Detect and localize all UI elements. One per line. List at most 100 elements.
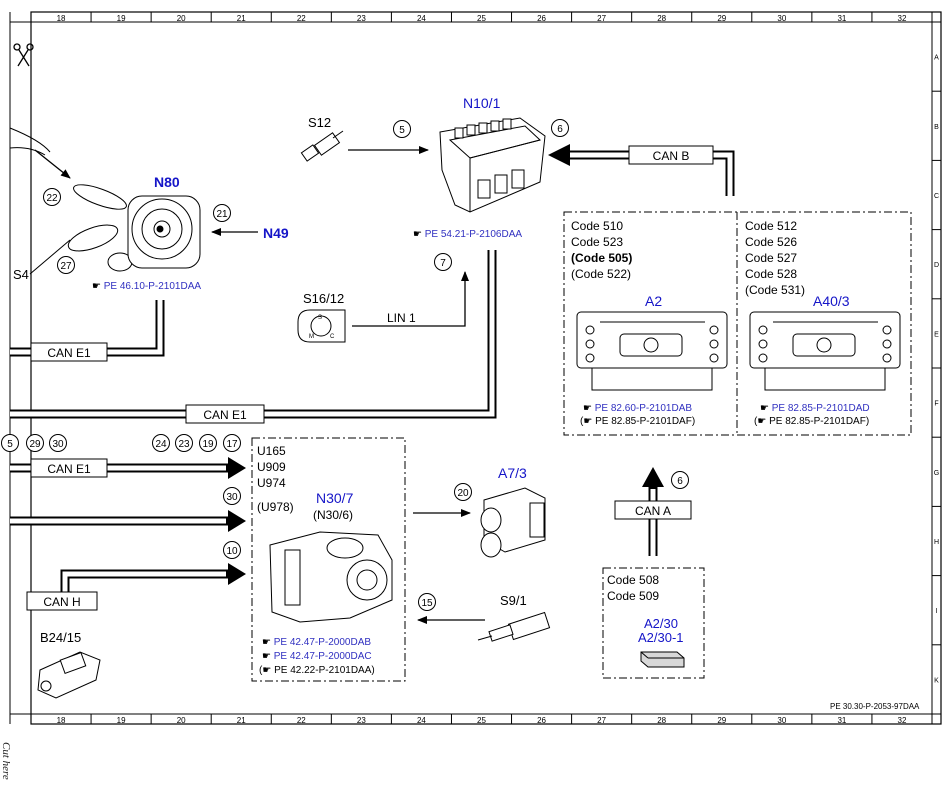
code-list-box3: Code 508 Code 509 <box>607 573 659 603</box>
svg-text:Code 512: Code 512 <box>745 219 797 233</box>
svg-text:6: 6 <box>677 476 683 487</box>
svg-text:5: 5 <box>399 125 405 136</box>
n30-7-ref-2: ☛ PE 42.47-P-2000DAC <box>262 651 372 662</box>
can-b-label: CAN B <box>653 149 690 163</box>
svg-text:24: 24 <box>155 439 167 450</box>
n30-7-esp-module-image <box>269 531 393 623</box>
marker-20: 20 <box>454 483 472 501</box>
svg-text:Code 510: Code 510 <box>571 219 623 233</box>
grid-column-label: 20 <box>177 14 186 23</box>
grid-column-label: 31 <box>837 716 846 725</box>
marker-21: 21 <box>213 204 231 222</box>
grid-row-label: G <box>934 470 939 477</box>
scissors-icon <box>13 43 34 67</box>
grid-column-label: 22 <box>297 14 306 23</box>
svg-text:U165: U165 <box>257 444 286 458</box>
svg-text:17: 17 <box>226 439 238 450</box>
svg-text:M: M <box>309 334 314 340</box>
grid-column-label: 31 <box>837 14 846 23</box>
marker-19: 19 <box>199 434 217 452</box>
grid-column-label: 24 <box>417 14 426 23</box>
svg-text:6: 6 <box>557 124 563 135</box>
code-list-box4: U165 U909 U974 (U978) <box>257 444 294 514</box>
n30-7-label: N30/7 <box>316 490 354 506</box>
svg-text:Code 509: Code 509 <box>607 589 659 603</box>
grid-row-label: D <box>934 262 939 269</box>
grid-column-label: 27 <box>597 14 606 23</box>
grid-column-label: 32 <box>898 716 907 725</box>
marker-15: 15 <box>418 593 436 611</box>
svg-text:10: 10 <box>226 546 238 557</box>
s16-12-switch-image: S M C <box>297 309 346 343</box>
can-e1-label-2: CAN E1 <box>203 408 247 422</box>
grid-row-label: A <box>934 55 939 62</box>
marker-29: 29 <box>26 434 44 452</box>
svg-text:(Code 522): (Code 522) <box>571 267 631 281</box>
svg-text:19: 19 <box>202 439 214 450</box>
can-e1-label-box-2 <box>185 404 265 424</box>
a2-30-antenna-module-image <box>640 651 685 668</box>
a2-label: A2 <box>645 293 662 309</box>
n80-ref: ☛ PE 46.10-P-2101DAA <box>92 281 201 292</box>
can-e1-bus-2-inner <box>10 250 495 417</box>
svg-text:C: C <box>330 334 335 340</box>
svg-text:29: 29 <box>29 439 41 450</box>
svg-text:30: 30 <box>52 439 64 450</box>
grid-row-label: H <box>934 539 939 546</box>
n10-1-ref: ☛ PE 54.21-P-2106DAA <box>413 229 522 240</box>
svg-text:(Code 531): (Code 531) <box>745 283 805 297</box>
svg-text:5: 5 <box>7 439 13 450</box>
code-list-box2: Code 512 Code 526 Code 527 Code 528 (Cod… <box>745 219 805 297</box>
svg-text:7: 7 <box>440 258 446 269</box>
svg-text:(U978): (U978) <box>257 500 294 514</box>
grid-column-label: 29 <box>717 716 726 725</box>
svg-text:U909: U909 <box>257 460 286 474</box>
grid-column-label: 28 <box>657 14 666 23</box>
lin1-label: LIN 1 <box>387 311 416 325</box>
can-b-bus-inner <box>568 152 733 196</box>
svg-text:20: 20 <box>457 488 469 499</box>
s12-switch-image <box>300 130 344 162</box>
pointer-hand-icon: ☛ <box>413 229 422 240</box>
grid-column-label: 18 <box>57 14 66 23</box>
a2-30-option-box <box>602 567 705 679</box>
marker-24: 24 <box>152 434 170 452</box>
cut-here-note: Cut here <box>0 742 12 780</box>
a2-ref-2: (☛ PE 82.85-P-2101DAF) <box>580 416 695 427</box>
a2-30-1-label: A2/30-1 <box>638 630 684 645</box>
grid-column-label: 21 <box>237 716 246 725</box>
marker-23: 23 <box>175 434 193 452</box>
grid-column-label: 23 <box>357 716 366 725</box>
pointer-hand-icon: ☛ <box>760 403 769 414</box>
grid-column-label: 28 <box>657 716 666 725</box>
a2-radio-unit-image <box>576 311 728 391</box>
lin1-wire <box>352 271 469 327</box>
n80-leader <box>34 149 71 179</box>
can-b-label-box <box>628 145 714 165</box>
n80-steering-column-module-image <box>67 184 201 272</box>
grid-row-label: B <box>934 124 939 131</box>
grid-column-label: 18 <box>57 716 66 725</box>
marker-27: 27 <box>57 256 75 274</box>
svg-text:22: 22 <box>46 193 58 204</box>
grid-row-label: K <box>934 677 939 684</box>
svg-text:U974: U974 <box>257 476 286 490</box>
grid-column-label: 30 <box>777 14 786 23</box>
a40-3-ref-1: ☛ PE 82.85-P-2101DAD <box>760 403 870 414</box>
n30-7-ref-3: (☛ PE 42.22-P-2101DAA) <box>259 665 375 676</box>
svg-text:21: 21 <box>216 209 228 220</box>
svg-text:Code 526: Code 526 <box>745 235 797 249</box>
grid-column-label: 22 <box>297 716 306 725</box>
grid-row-label: I <box>936 608 938 615</box>
footer-reference: PE 30.30-P-2053-97DAA <box>830 702 920 711</box>
s9-1-switch-image <box>477 611 551 642</box>
code-list-box1: Code 510 Code 523 (Code 505) (Code 522) <box>571 219 632 281</box>
a40-3-ref-2: (☛ PE 82.85-P-2101DAF) <box>754 416 869 427</box>
svg-text:(Code 505): (Code 505) <box>571 251 632 265</box>
grid-column-label: 32 <box>898 14 907 23</box>
n30-7-ref-1: ☛ PE 42.47-P-2000DAB <box>262 637 371 648</box>
